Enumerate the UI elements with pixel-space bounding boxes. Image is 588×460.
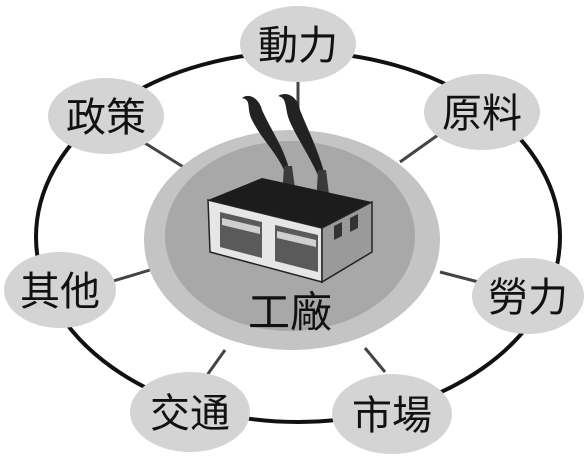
factory-icon — [207, 93, 373, 284]
factory-side-wall — [321, 200, 373, 284]
factor-node-power: 動力 — [240, 6, 356, 82]
factor-node-materials: 原料 — [424, 74, 540, 150]
factor-label-market: 市場 — [352, 393, 432, 439]
factor-label-power: 動力 — [258, 23, 338, 69]
factor-node-transport: 交通 — [130, 372, 250, 452]
factor-node-market: 市場 — [332, 374, 452, 454]
smoke-plume-left — [242, 95, 288, 172]
factor-label-materials: 原料 — [442, 91, 522, 137]
spoke-market — [363, 347, 387, 373]
factory-side-window-2 — [350, 214, 358, 232]
factor-label-labor: 勞力 — [488, 275, 568, 321]
factor-label-transport: 交通 — [150, 391, 230, 437]
factor-node-labor: 勞力 — [472, 258, 584, 334]
factor-label-other: 其他 — [20, 269, 100, 315]
factor-node-other: 其他 — [4, 252, 116, 328]
factor-node-policy: 政策 — [48, 78, 164, 154]
factory-side-window-1 — [334, 222, 342, 240]
smoke-plume-right — [278, 93, 324, 180]
spoke-policy — [139, 138, 186, 170]
spoke-transport — [203, 349, 227, 379]
center-label: 工廠 — [248, 288, 332, 337]
factor-label-policy: 政策 — [66, 95, 146, 141]
factory-roof — [208, 178, 372, 228]
